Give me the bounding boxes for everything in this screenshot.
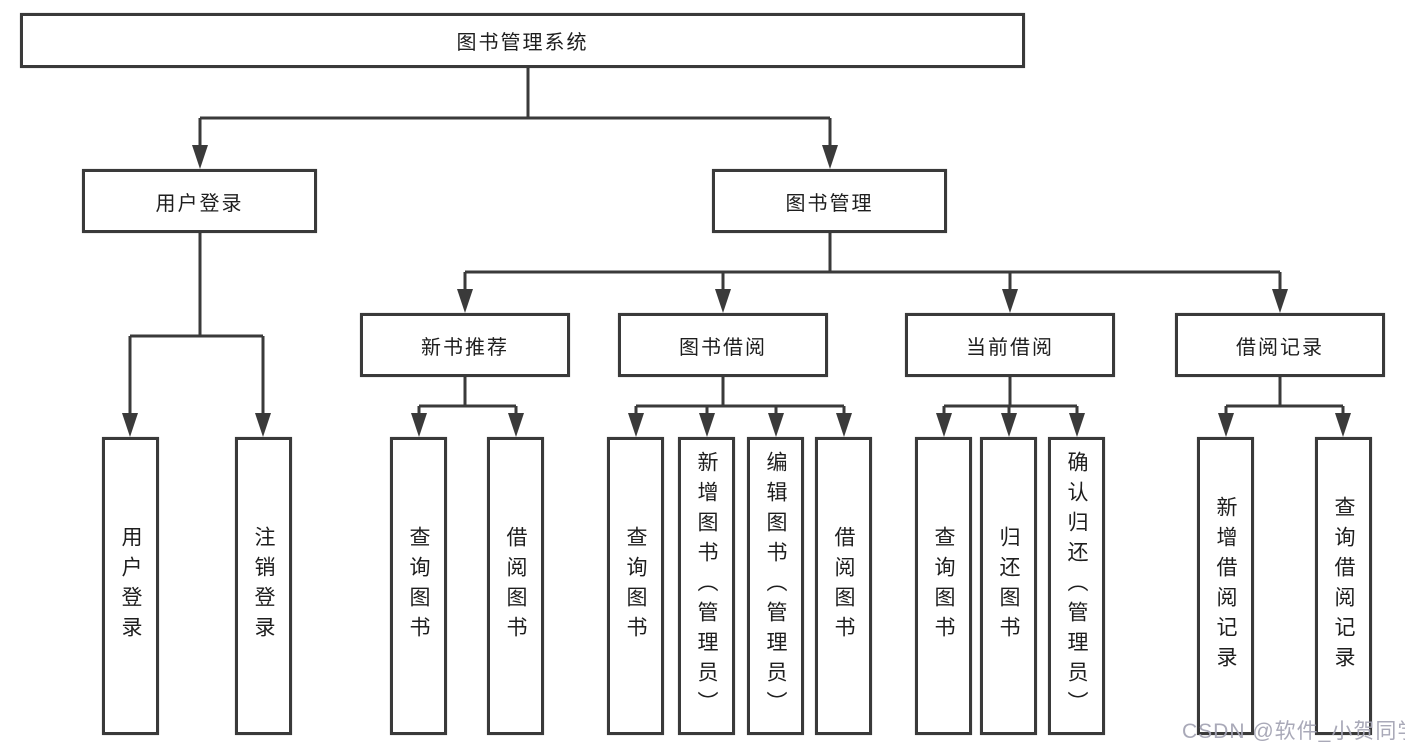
node-library-management-system: 图书管理系统 <box>20 13 1025 68</box>
leaf-user-login: 用户登录 <box>102 437 159 735</box>
node-current-borrowing: 当前借阅 <box>905 313 1115 377</box>
node-new-book-recommendation: 新书推荐 <box>360 313 570 377</box>
node-borrowing-records: 借阅记录 <box>1175 313 1385 377</box>
node-user-login: 用户登录 <box>82 169 317 233</box>
leaf-query-borrow-record: 查询借阅记录 <box>1315 437 1372 735</box>
leaf-edit-book-admin: 编辑图书（管理员） <box>747 437 804 735</box>
leaf-return-books: 归还图书 <box>980 437 1037 735</box>
leaf-query-books-recommend: 查询图书 <box>390 437 447 735</box>
leaf-logout: 注销登录 <box>235 437 292 735</box>
csdn-watermark: CSDN @软件_小贺同学 <box>1182 720 1405 743</box>
leaf-borrow-books-recommend: 借阅图书 <box>487 437 544 735</box>
node-book-management: 图书管理 <box>712 169 947 233</box>
node-book-borrowing: 图书借阅 <box>618 313 828 377</box>
leaf-query-books-borrowing: 查询图书 <box>607 437 664 735</box>
leaf-add-book-admin: 新增图书（管理员） <box>678 437 735 735</box>
leaf-borrow-books-borrowing: 借阅图书 <box>815 437 872 735</box>
leaf-add-borrow-record: 新增借阅记录 <box>1197 437 1254 735</box>
leaf-confirm-return-admin: 确认归还（管理员） <box>1048 437 1105 735</box>
leaf-query-books-current: 查询图书 <box>915 437 972 735</box>
